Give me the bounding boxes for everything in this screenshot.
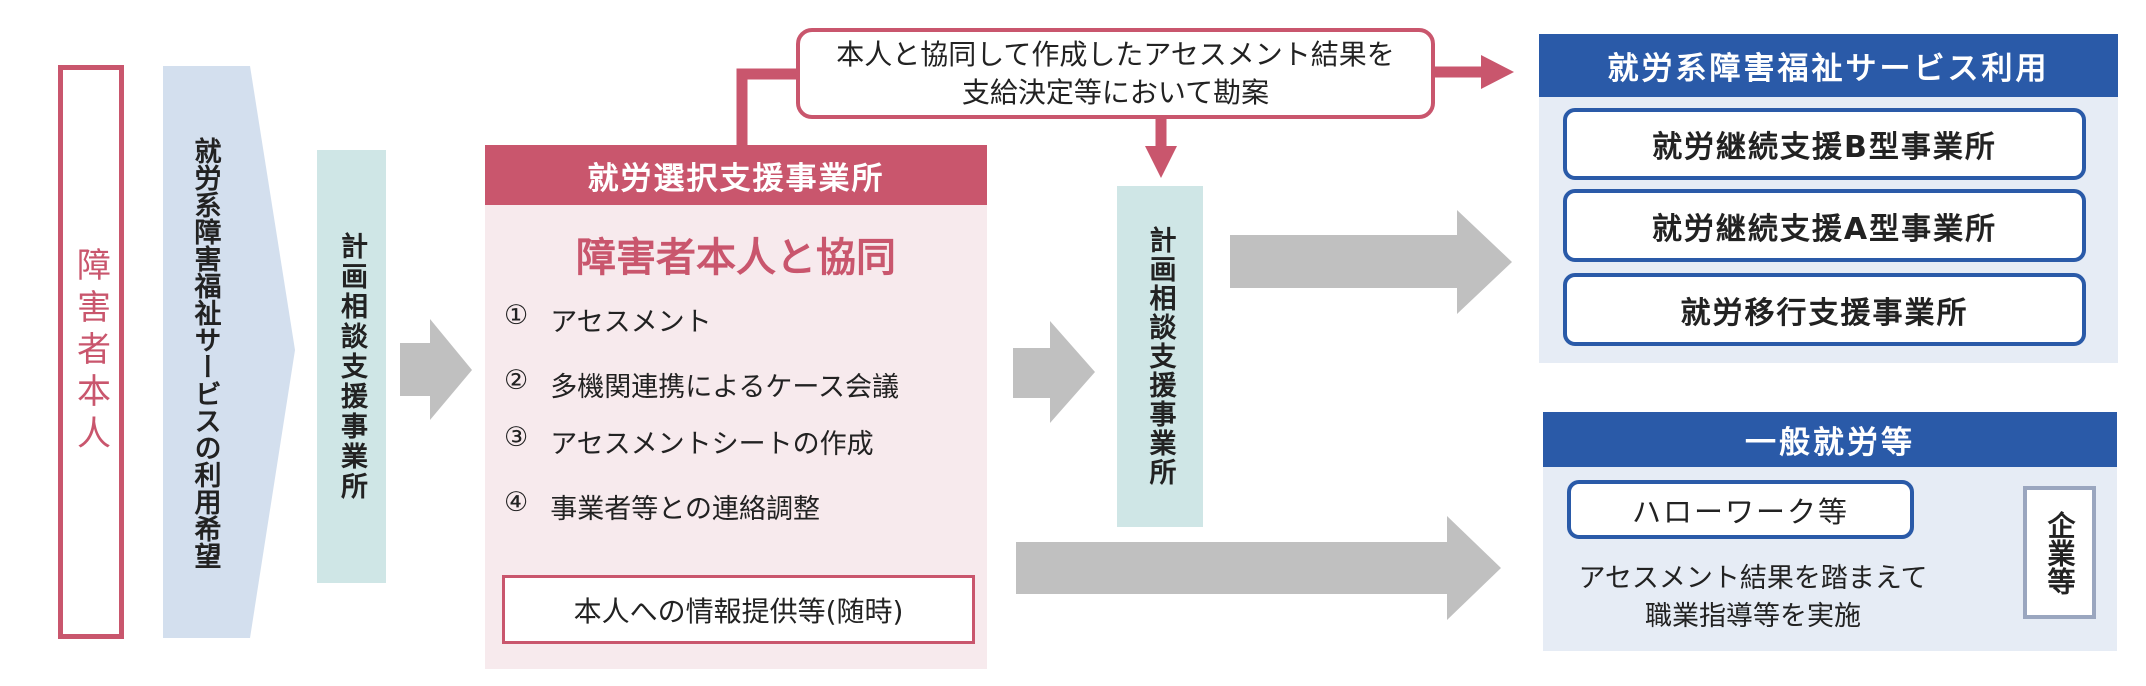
list-item: ② 多機関連携によるケース会議 xyxy=(504,365,899,404)
callout-line-1: 本人と協同して作成したアセスメント結果を xyxy=(836,37,1395,71)
item-text: アセスメントシートの作成 xyxy=(550,429,874,460)
callout-line-2: 支給決定等において勘案 xyxy=(961,75,1270,109)
info-provision-label: 本人への情報提供等(随時) xyxy=(573,594,904,628)
assessment-callout: 本人と協同して作成したアセスメント結果を 支給決定等において勘案 xyxy=(796,28,1435,119)
item-number: ④ xyxy=(504,487,529,518)
item-text: 多機関連携によるケース会議 xyxy=(550,372,900,403)
pink-arrow-down-head xyxy=(1145,146,1177,178)
item-number: ③ xyxy=(504,422,529,453)
guidance-note: アセスメント結果を踏まえて 職業指導等を実施 xyxy=(1553,560,1953,636)
info-provision-box: 本人への情報提供等(随時) xyxy=(502,575,975,644)
item-text: アセスメント xyxy=(550,307,712,338)
list-item: ④ 事業者等との連絡調整 xyxy=(504,487,820,526)
planning-office-2: 計画相談支援事業所 xyxy=(1117,186,1203,527)
general-employment-title: 一般就労等 xyxy=(1543,412,2117,467)
wish-chevron xyxy=(163,66,295,638)
gray-arrow-to-general xyxy=(1016,516,1501,620)
option-type-a[interactable]: 就労継続支援A型事業所 xyxy=(1563,189,2086,262)
selection-office-title: 就労選択支援事業所 xyxy=(485,145,987,205)
list-item: ① アセスメント xyxy=(504,300,712,339)
hello-work-box[interactable]: ハローワーク等 xyxy=(1567,480,1914,539)
planning-office-1: 計画相談支援事業所 xyxy=(317,150,386,583)
planning-office-1-label: 計画相談支援事業所 xyxy=(336,231,367,502)
gray-arrow-to-welfare xyxy=(1230,210,1512,314)
option-transition[interactable]: 就労移行支援事業所 xyxy=(1563,273,2086,346)
pink-arrow-right-head xyxy=(1481,55,1514,89)
person-box: 障害者本人 xyxy=(58,65,124,639)
guidance-note-line-1: アセスメント結果を踏まえて xyxy=(1578,563,1928,594)
item-text: 事業者等との連絡調整 xyxy=(550,494,820,525)
gray-arrow-2 xyxy=(1013,321,1095,423)
planning-office-2-label: 計画相談支援事業所 xyxy=(1144,226,1176,487)
selection-office-subtitle: 障害者本人と協同 xyxy=(576,235,896,281)
list-item: ③ アセスメントシートの作成 xyxy=(504,422,874,461)
item-number: ② xyxy=(504,365,529,396)
wish-label: 就労系障害福祉サービスの利用希望 xyxy=(189,136,221,569)
pink-connector xyxy=(736,68,798,146)
gray-arrow-1 xyxy=(400,319,472,420)
guidance-note-line-2: 職業指導等を実施 xyxy=(1645,601,1861,632)
person-label: 障害者本人 xyxy=(70,247,111,457)
welfare-services-title: 就労系障害福祉サービス利用 xyxy=(1539,34,2118,97)
option-type-b[interactable]: 就労継続支援B型事業所 xyxy=(1563,108,2086,180)
company-box: 企業等 xyxy=(2023,486,2096,619)
item-number: ① xyxy=(504,300,529,331)
company-label: 企業等 xyxy=(2043,510,2077,595)
